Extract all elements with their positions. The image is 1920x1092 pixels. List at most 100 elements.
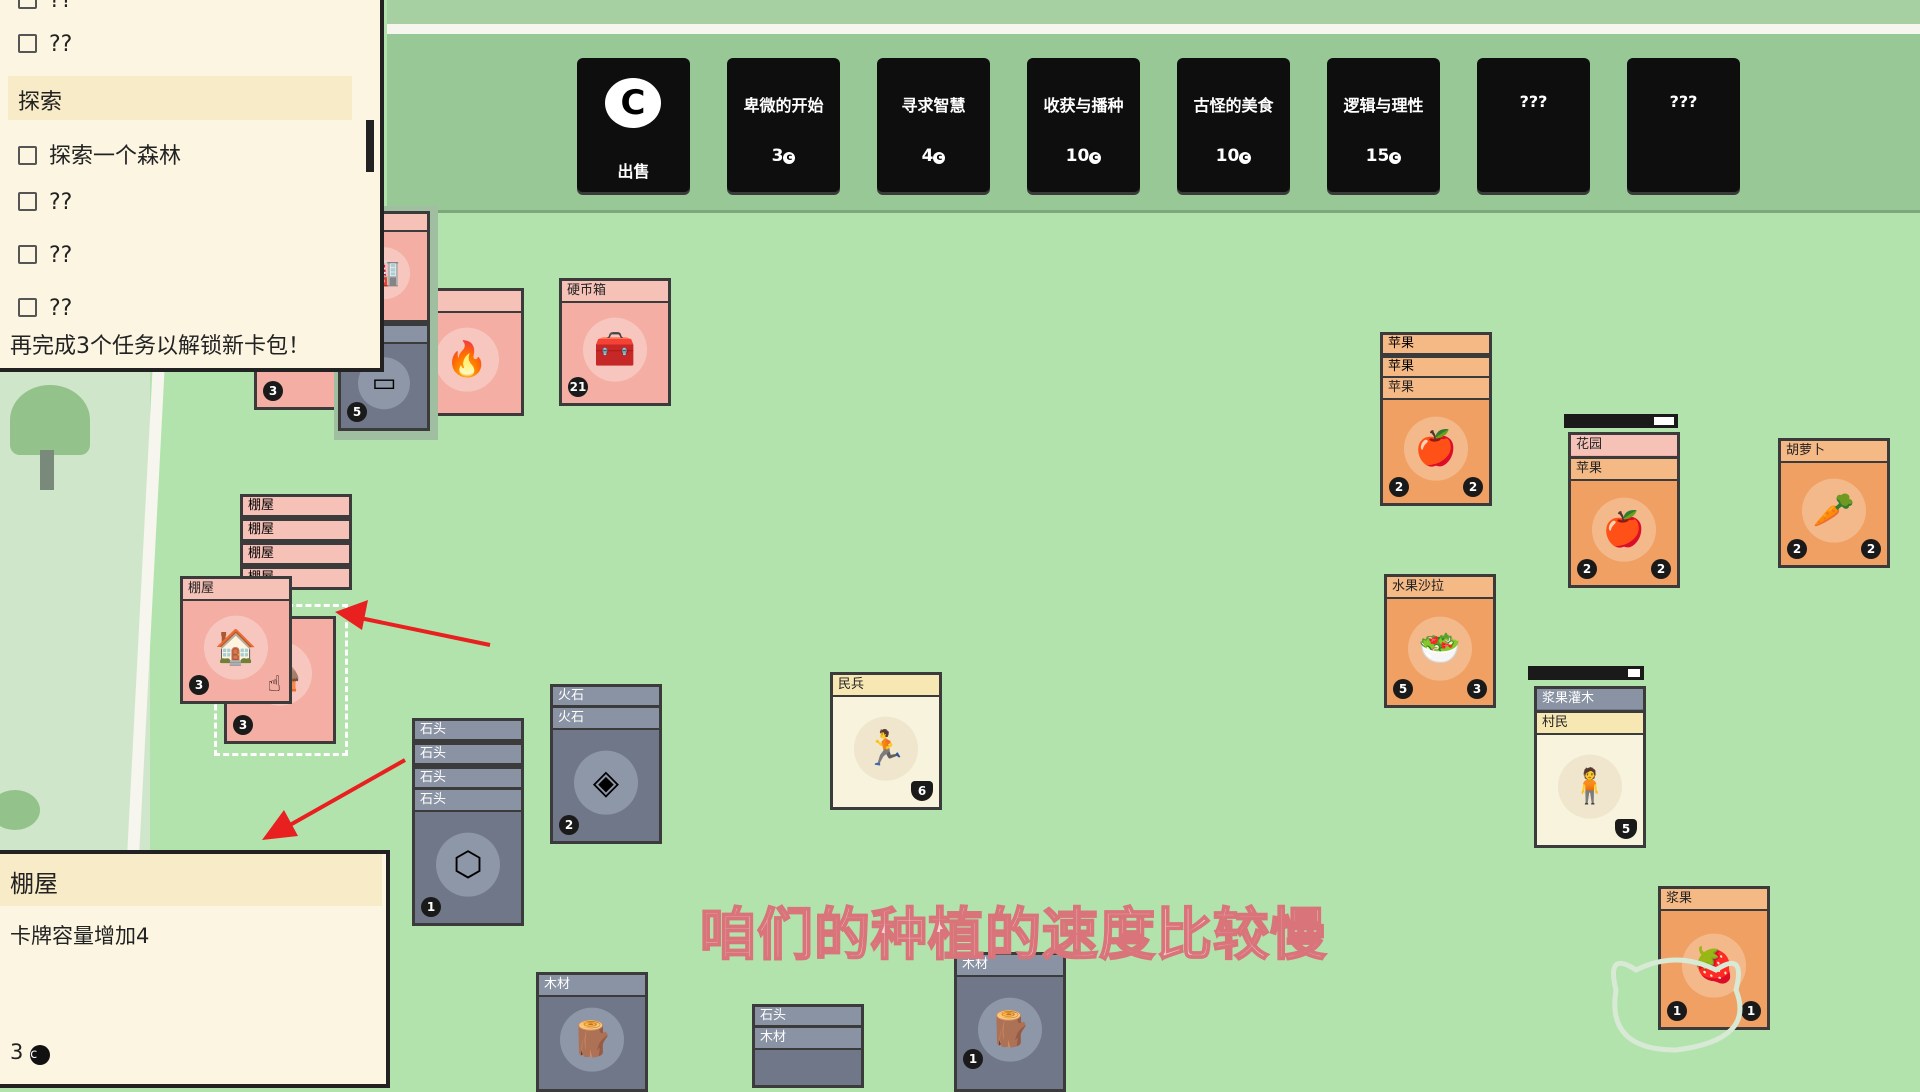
quest-item[interactable]: ?? — [18, 296, 72, 321]
card-title: 苹果 — [1383, 378, 1489, 400]
sell-label: 出售 — [617, 162, 650, 181]
stack-card-flint[interactable]: 火石 — [550, 684, 662, 708]
quest-panel: ?? ?? 探索 探索一个森林 ?? ?? ?? 再完成3个任务以解锁新卡包！ — [0, 0, 384, 372]
card-count-badge: 2 — [1389, 477, 1409, 497]
progress-bar — [1528, 666, 1644, 680]
pack-name: 寻求智慧 — [901, 96, 966, 115]
quest-item-explore-forest[interactable]: 探索一个森林 — [18, 138, 181, 170]
card-count-badge: 3 — [263, 381, 283, 401]
video-subtitle: 咱们的种植的速度比较慢 — [699, 902, 1327, 969]
quest-item[interactable]: ?? — [18, 190, 72, 215]
apple-icon: 🍎 — [1404, 416, 1468, 481]
apple-icon: 🍎 — [1592, 497, 1656, 562]
chest-icon: 🧰 — [583, 317, 647, 382]
card-count-badge: 5 — [347, 402, 367, 422]
quest-section-header[interactable] — [8, 76, 352, 120]
stack-card-hut[interactable]: 棚屋 — [240, 494, 352, 518]
log-icon: 🪵 — [978, 997, 1042, 1062]
card-title: 浆果灌木 — [1537, 689, 1643, 709]
coin-icon: c — [783, 152, 796, 164]
card-food-badge: 2 — [1463, 477, 1483, 497]
militia-icon: 🏃 — [854, 716, 918, 781]
card-count-badge: 2 — [1577, 559, 1597, 579]
quest-item[interactable]: ?? — [18, 32, 72, 57]
card-count-badge: 1 — [421, 897, 441, 917]
card-wood-2[interactable]: 木材 🪵 1 — [954, 952, 1066, 1092]
stack-card-hut[interactable]: 棚屋 — [240, 542, 352, 566]
checkbox-icon — [18, 298, 37, 317]
card-fruit-salad[interactable]: 水果沙拉 🥗 5 3 — [1384, 574, 1496, 708]
card-wood[interactable]: 木材 🪵 — [536, 972, 648, 1092]
stack-card-stone[interactable]: 石头 — [412, 718, 524, 742]
card-villager[interactable]: 村民 🧍 5 — [1534, 710, 1646, 848]
stack-card-stone[interactable]: 石头 — [412, 766, 524, 790]
card-count-badge: 1 — [963, 1049, 983, 1069]
coin-icon: C — [605, 78, 661, 128]
arrow-line-2 — [289, 758, 406, 827]
quest-scrollbar[interactable] — [366, 120, 374, 172]
card-hut[interactable]: 棚屋 🏠 3 ☝ — [180, 576, 292, 704]
stack-card-hut[interactable]: 棚屋 — [240, 518, 352, 542]
tree-trunk — [40, 450, 54, 490]
stack-card-apple[interactable]: 苹果 — [1380, 355, 1492, 379]
card-food-badge: 2 — [1651, 559, 1671, 579]
card-count-badge: 1 — [1667, 1001, 1687, 1021]
card-fire-stack-bottom[interactable]: 3 — [254, 368, 342, 410]
card-title: 胡萝卜 — [1781, 441, 1887, 463]
info-title: 棚屋 — [10, 870, 58, 898]
fire-icon: 🔥 — [435, 327, 499, 392]
health-heart: 5 — [1615, 819, 1637, 839]
stack-card-stone[interactable]: 石头 — [752, 1004, 864, 1028]
cat-watermark-icon — [1611, 957, 1743, 1053]
card-berry[interactable]: 浆果 🍓 1 1 — [1658, 886, 1770, 1030]
log-icon: 🪵 — [560, 1007, 624, 1072]
card-food-badge: 2 — [1861, 539, 1881, 559]
info-cost: 3 c — [10, 1040, 51, 1065]
card-wood-stacked[interactable]: 木材 — [752, 1028, 864, 1088]
card-apple[interactable]: 苹果 🍎 2 2 — [1380, 378, 1492, 506]
card-flint[interactable]: 火石 ◈ 2 — [550, 708, 662, 844]
coin-icon: c — [1239, 152, 1252, 164]
card-count-badge: 5 — [1393, 679, 1413, 699]
card-title: 村民 — [1537, 713, 1643, 735]
card-count-badge: 3 — [233, 715, 253, 735]
card-brick[interactable]: 砖 ▭ 5 — [338, 323, 430, 431]
card-militia[interactable]: 民兵 🏃 6 — [830, 672, 942, 810]
sell-slot[interactable]: C 出售 — [577, 58, 690, 192]
card-count-badge: 2 — [559, 815, 579, 835]
pack-name: ??? — [1669, 92, 1698, 111]
pack-locked-2[interactable]: ??? — [1627, 58, 1740, 192]
salad-icon: 🥗 — [1408, 616, 1472, 681]
info-header — [0, 854, 382, 906]
card-food-badge: 3 — [1467, 679, 1487, 699]
card-title: 石头 — [415, 790, 521, 812]
stack-card-stone[interactable]: 石头 — [412, 742, 524, 766]
card-title: 木材 — [957, 955, 1063, 977]
card-title: 木材 — [539, 975, 645, 997]
card-food-badge: 1 — [1741, 1001, 1761, 1021]
quest-footer: 再完成3个任务以解锁新卡包！ — [10, 334, 310, 359]
pack-name: 收获与播种 — [1043, 96, 1124, 115]
card-garden-apple[interactable]: 苹果 🍎 2 2 — [1568, 456, 1680, 588]
progress-bar — [1564, 414, 1678, 428]
card-stone[interactable]: 石头 ⬡ 1 — [412, 790, 524, 926]
quest-item[interactable]: ?? — [18, 0, 72, 13]
bush-icon — [0, 790, 40, 830]
checkbox-icon — [18, 34, 37, 53]
hut-icon: 🏠 — [204, 615, 268, 680]
quest-item[interactable]: ?? — [18, 243, 72, 268]
stack-card-apple[interactable]: 苹果 — [1380, 332, 1492, 356]
card-coin-chest[interactable]: 硬币箱 🧰 21 — [559, 278, 671, 406]
card-carrot[interactable]: 胡萝卜 🥕 2 2 — [1778, 438, 1890, 568]
top-divider — [387, 24, 1920, 34]
pack-locked-1[interactable]: ??? — [1477, 58, 1590, 192]
arrow-line-1 — [359, 616, 491, 647]
